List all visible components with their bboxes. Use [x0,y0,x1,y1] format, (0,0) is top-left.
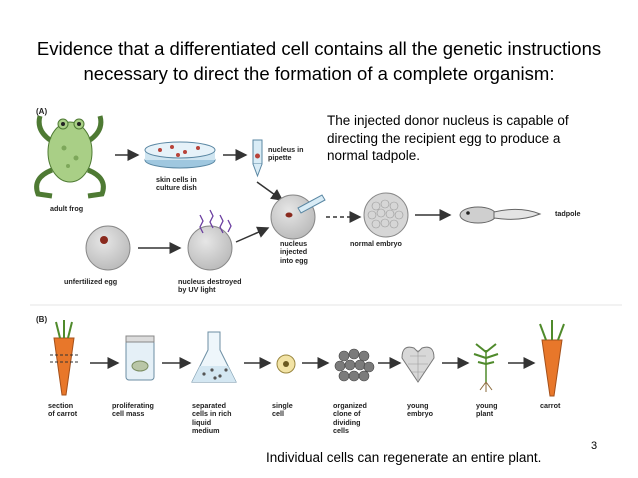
title-line-1: Evidence that a differentiated cell cont… [36,38,602,59]
single-cell-icon [276,354,296,374]
carrot-icon [539,320,565,397]
cell-clone-icon [334,348,375,382]
normal-embryo-icon [363,192,409,238]
unfertilized-egg-icon [85,225,131,271]
cell-mass-jar-icon [125,335,155,381]
label-normal-embryo: normal embryo [350,239,402,248]
flask-icon [191,331,237,383]
panel-a-tag: (A) [36,107,48,116]
callout-plant-regeneration: Individual cells can regenerate an entir… [266,450,542,465]
young-embryo-icon [401,346,435,383]
title-line-2: necessary to direct the formation of a c… [83,63,555,84]
figure-drawing [30,115,622,397]
callout-donor-nucleus: The injected donor nucleus is capable of… [327,112,627,165]
injected-egg-icon [270,194,326,240]
culture-dish-icon [144,141,216,169]
label-tadpole: tadpole [555,209,581,218]
label-unfertilized-egg: unfertilized egg [64,277,118,286]
carrot-section-icon [50,320,80,396]
callout-line-2: directing the recipient egg to produce a [327,130,561,146]
pipette-icon [252,139,263,178]
label-adult-frog: adult frog [50,204,84,213]
label-carrot: carrot [540,401,561,410]
adult-frog-icon [34,115,106,199]
young-plant-icon [473,343,499,392]
slide-title: Evidence that a differentiated cell cont… [0,36,638,86]
slide-number: 3 [591,440,598,452]
tadpole-icon [459,206,542,224]
callout-line-1: The injected donor nucleus is capable of [327,113,569,128]
arrow-pipette-egg [256,181,284,201]
panel-b-tag: (B) [36,315,48,324]
callout-line-3: normal tadpole. [327,148,421,163]
uv-egg-icon [187,209,233,271]
arrow-uv-egg [235,226,270,243]
